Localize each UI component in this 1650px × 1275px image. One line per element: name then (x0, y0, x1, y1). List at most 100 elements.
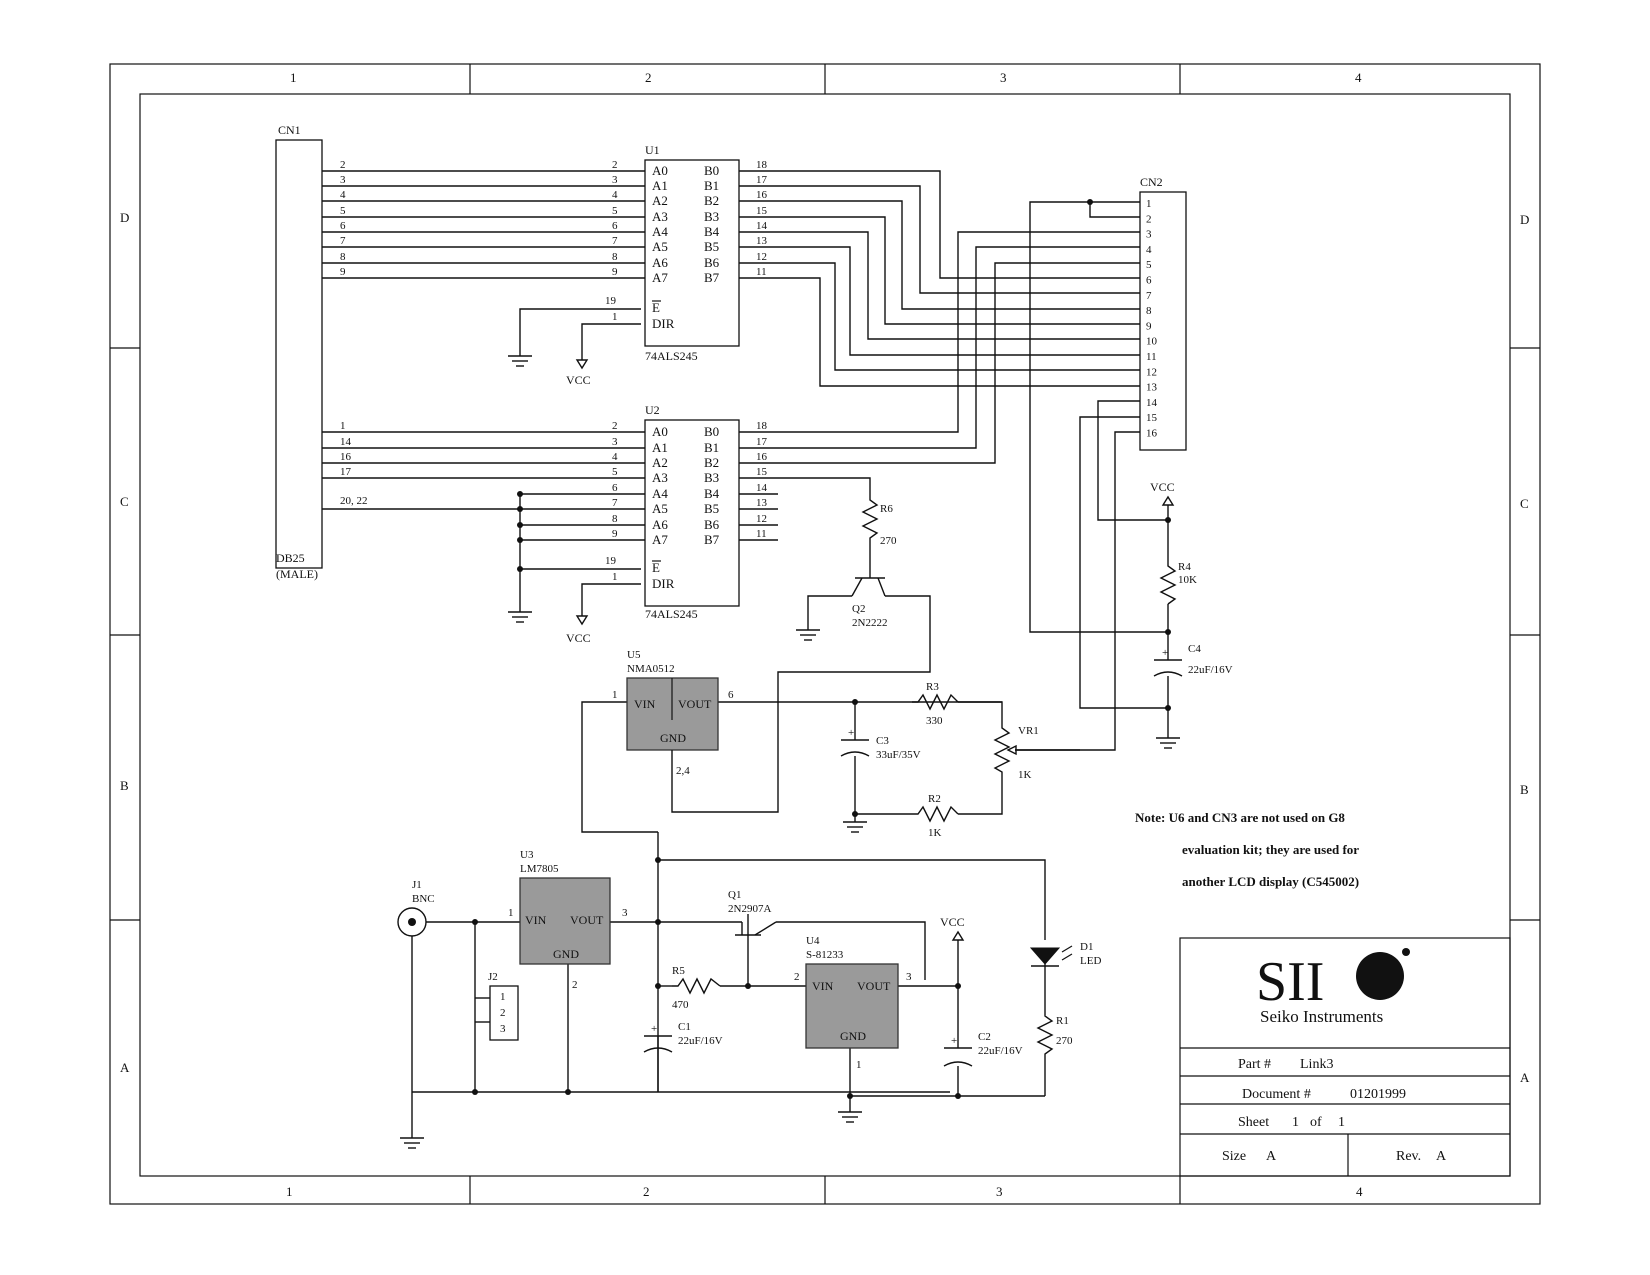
c2-value: 22uF/16V (978, 1045, 1023, 1057)
u2-pin-num-a0: 2 (612, 420, 618, 432)
u1-pin-num-a1: 3 (612, 174, 618, 186)
r6-ref: R6 (880, 503, 893, 515)
cn1-pin-16: 16 (340, 451, 352, 463)
part-value: Link3 (1300, 1057, 1333, 1072)
u3-ref: U3 (520, 849, 534, 861)
q2-ref: Q2 (852, 603, 865, 615)
cn2-pin-6: 6 (1146, 275, 1152, 287)
zone-row-d-left: D (120, 210, 129, 225)
u1-pin-num-b4: 14 (756, 220, 768, 232)
cn1-pin-5: 5 (340, 205, 346, 217)
u1-dir-num: 1 (612, 311, 618, 323)
cn1-pin-17: 17 (340, 466, 352, 478)
c1-ref: C1 (678, 1021, 691, 1033)
j2-pin-2: 2 (500, 1007, 506, 1019)
vr1-ref: VR1 (1018, 725, 1039, 737)
u1-pin-b0: B0 (704, 163, 719, 178)
r2-resistor: R2 1K (912, 793, 959, 839)
zone-col-4-top: 4 (1355, 70, 1362, 85)
u2-pin-a1: A1 (652, 440, 668, 455)
zone-col-1-bottom: 1 (286, 1184, 293, 1199)
cn1-pin-3: 3 (340, 174, 346, 186)
u2-pin-num-b6: 12 (756, 513, 767, 525)
cn2-pin-4: 4 (1146, 244, 1152, 256)
u2-pin-num-a1: 3 (612, 436, 618, 448)
u1-e-num: 19 (605, 295, 617, 307)
u2-pin-b3: B3 (704, 470, 719, 485)
vcc-u4: VCC (940, 915, 965, 941)
u1-pin-b4: B4 (704, 224, 720, 239)
r2-value: 1K (928, 827, 942, 839)
cn2-pin-5: 5 (1146, 259, 1152, 271)
u1-pin-a3: A3 (652, 209, 668, 224)
u3-pin-gnd: 2 (572, 979, 578, 991)
u4-ref: U4 (806, 935, 820, 947)
sheet-of: of (1310, 1115, 1322, 1130)
zone-col-1-top: 1 (290, 70, 297, 85)
u1-pin-a1: A1 (652, 178, 668, 193)
zone-col-2-top: 2 (645, 70, 652, 85)
q2-transistor: Q2 2N2222 (851, 577, 887, 629)
u2-pin-b5: B5 (704, 501, 719, 516)
cn1-type: DB25 (276, 551, 305, 565)
r2-ref: R2 (928, 793, 941, 805)
u2-pin-a5: A5 (652, 501, 668, 516)
j2-ref: J2 (488, 971, 498, 983)
u3-vout-label: VOUT (570, 913, 604, 927)
u2-pin-num-b5: 13 (756, 497, 768, 509)
cn2-pin-8: 8 (1146, 305, 1152, 317)
r3-resistor: R3 330 (912, 681, 959, 727)
j1-ref: J1 (412, 879, 422, 891)
u1-pin-num-b0: 18 (756, 159, 768, 171)
u1-pin-b7: B7 (704, 270, 720, 285)
cn2-pin-7: 7 (1146, 290, 1152, 302)
u2-pin-num-a6: 8 (612, 513, 618, 525)
u1-pin-num-a3: 5 (612, 205, 618, 217)
cn1-pin-14: 14 (340, 436, 352, 448)
cn2-ref: CN2 (1140, 175, 1163, 189)
company-name: Seiko Instruments (1260, 1007, 1383, 1026)
vr1-potentiometer: VR1 1K (993, 722, 1080, 781)
u2-pin-a7: A7 (652, 532, 668, 547)
u4-pin-out: 3 (906, 971, 912, 983)
u1-dir-label: DIR (652, 316, 675, 331)
u2-pin-num-b3: 15 (756, 466, 768, 478)
zone-row-a-right: A (1520, 1070, 1530, 1085)
u2-pin-num-b2: 16 (756, 451, 768, 463)
u4-part: S-81233 (806, 949, 844, 961)
c4-capacitor: + C4 22uF/16V (1153, 643, 1233, 677)
cn2-pin-2: 2 (1146, 213, 1152, 225)
q1-value: 2N2907A (728, 903, 771, 915)
r5-ref: R5 (672, 965, 685, 977)
u1-pin-b5: B5 (704, 239, 719, 254)
u4-vin-label: VIN (812, 979, 834, 993)
document-value: 01201999 (1350, 1087, 1406, 1102)
u1-pin-a7: A7 (652, 270, 668, 285)
u1-pin-b2: B2 (704, 193, 719, 208)
part-label: Part # (1238, 1057, 1271, 1072)
u2-pin-b1: B1 (704, 440, 719, 455)
u2-pin-b6: B6 (704, 517, 720, 532)
vr1-value: 1K (1018, 769, 1032, 781)
c4-value: 22uF/16V (1188, 664, 1233, 676)
rev-label: Rev. (1396, 1149, 1421, 1164)
cn1-pin-6: 6 (340, 220, 346, 232)
u1-pin-b6: B6 (704, 255, 720, 270)
design-note: Note: U6 and CN3 are not used on G8 eval… (1135, 810, 1359, 889)
u1-pin-num-b5: 13 (756, 235, 768, 247)
r4-resistor: R4 10K (1159, 560, 1197, 605)
u1-pin-num-a6: 8 (612, 251, 618, 263)
cn2-connector: CN2 (1139, 175, 1187, 451)
cn1-pin-7: 7 (340, 235, 346, 247)
d1-ref: D1 (1080, 941, 1093, 953)
j1-type: BNC (412, 893, 435, 905)
vcc-u2: VCC (566, 615, 591, 645)
u4-vout-label: VOUT (857, 979, 891, 993)
c1-value: 22uF/16V (678, 1035, 723, 1047)
u5-pin-gnd: 2,4 (676, 765, 690, 777)
